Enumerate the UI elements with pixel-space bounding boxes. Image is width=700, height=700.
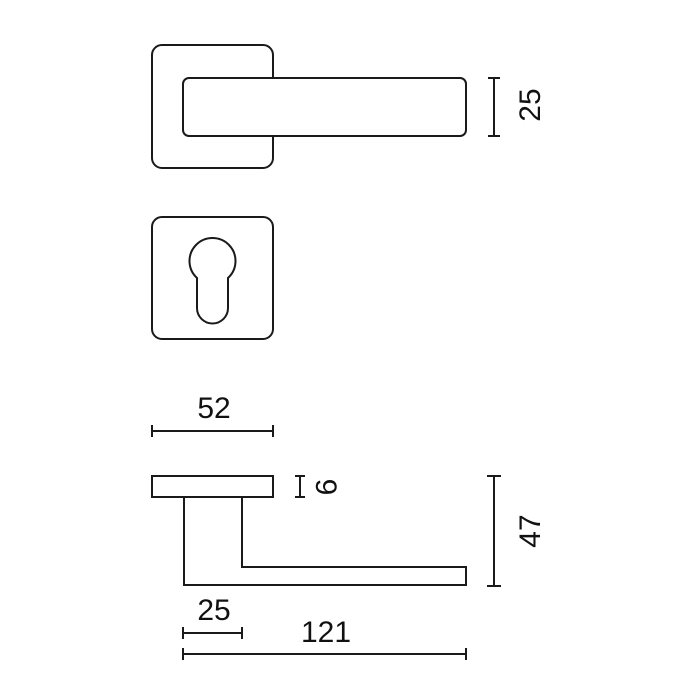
dimension-label-total-height: 47 — [514, 514, 547, 547]
side-view-lever — [151, 475, 467, 586]
dimension-stem-width: 25 — [182, 594, 243, 639]
dimension-label-stem-width: 25 — [197, 594, 230, 627]
dimension-label-handle-height: 25 — [514, 88, 547, 121]
dimension-rosette-width: 52 — [151, 392, 274, 437]
keyhole-icon — [188, 237, 237, 325]
front-view-lever — [151, 44, 467, 169]
lever-side-profile — [183, 496, 467, 586]
dimension-label-total-length: 121 — [301, 616, 351, 649]
dimension-label-rosette-width: 52 — [197, 392, 230, 425]
dimension-rosette-thickness: 9 — [295, 475, 342, 498]
lever-handle — [182, 77, 467, 137]
dimension-total-height: 47 — [487, 475, 547, 587]
rosette-side-profile — [151, 475, 274, 498]
dimension-handle-height: 25 — [488, 77, 547, 137]
dimension-total-length: 121 — [182, 616, 467, 660]
dimension-label-rosette-thickness: 9 — [309, 479, 342, 496]
front-view-escutcheon — [151, 216, 274, 340]
